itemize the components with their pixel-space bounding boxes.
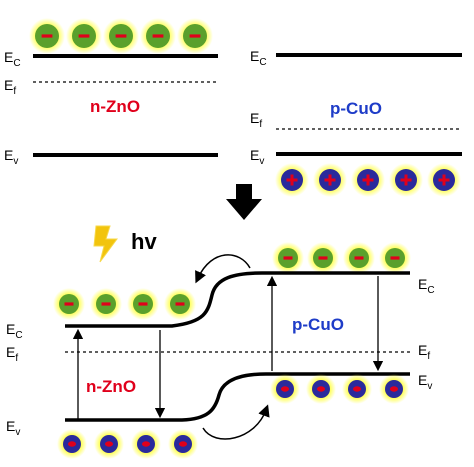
top-p-ef-label: Ef bbox=[250, 110, 262, 130]
bottom-p-ef-label: Ef bbox=[418, 342, 430, 362]
top-p-ec-label: EC bbox=[250, 48, 267, 68]
bottom-electrons bbox=[53, 242, 411, 320]
top-p-ev-label: Ev bbox=[250, 147, 264, 167]
bottom-n-ef-label: Ef bbox=[6, 344, 18, 364]
top-n-ef-label: Ef bbox=[4, 77, 16, 97]
top-electrons bbox=[29, 18, 213, 54]
bottom-p-material-label: p-CuO bbox=[292, 315, 344, 334]
bottom-holes bbox=[57, 374, 409, 459]
hole-icon bbox=[270, 374, 300, 404]
electron-icon bbox=[164, 288, 196, 320]
electron-icon bbox=[379, 242, 411, 274]
electron-transfer-arrow bbox=[195, 254, 251, 284]
bottom-p-ev-label: Ev bbox=[418, 372, 432, 392]
lightning-bolt-icon bbox=[93, 225, 118, 263]
hole-icon bbox=[379, 374, 409, 404]
bottom-p-ec-label: EC bbox=[418, 276, 435, 296]
top-holes bbox=[275, 163, 461, 197]
hole-icon bbox=[275, 163, 309, 197]
hole-icon bbox=[131, 429, 161, 459]
hole-transfer-arrow bbox=[202, 404, 270, 440]
hole-icon bbox=[389, 163, 423, 197]
hole-icon bbox=[313, 163, 347, 197]
hole-icon bbox=[427, 163, 461, 197]
bottom-valence-band bbox=[65, 372, 410, 422]
hv-label: hv bbox=[131, 229, 157, 254]
bottom-n-material-label: n-ZnO bbox=[86, 377, 136, 396]
electron-icon bbox=[29, 18, 65, 54]
electron-icon bbox=[343, 242, 375, 274]
electron-icon bbox=[177, 18, 213, 54]
electron-icon bbox=[90, 288, 122, 320]
bottom-n-ev-label: Ev bbox=[6, 418, 20, 438]
hole-icon bbox=[342, 374, 372, 404]
hole-icon bbox=[94, 429, 124, 459]
electron-icon bbox=[103, 18, 139, 54]
hole-icon bbox=[351, 163, 385, 197]
top-n-ev-label: Ev bbox=[4, 147, 18, 167]
top-n-ec-label: EC bbox=[4, 49, 21, 69]
electron-icon bbox=[307, 242, 339, 274]
hole-icon bbox=[306, 374, 336, 404]
hole-icon bbox=[57, 429, 87, 459]
electron-icon bbox=[66, 18, 102, 54]
bottom-n-ec-label: EC bbox=[6, 321, 23, 341]
top-n-material-label: n-ZnO bbox=[90, 97, 140, 116]
top-p-material-label: p-CuO bbox=[330, 99, 382, 118]
down-arrow-icon bbox=[226, 184, 262, 220]
bottom-conduction-band bbox=[65, 271, 410, 328]
hole-icon bbox=[168, 429, 198, 459]
electron-icon bbox=[140, 18, 176, 54]
electron-icon bbox=[127, 288, 159, 320]
electron-icon bbox=[53, 288, 85, 320]
electron-icon bbox=[272, 242, 304, 274]
